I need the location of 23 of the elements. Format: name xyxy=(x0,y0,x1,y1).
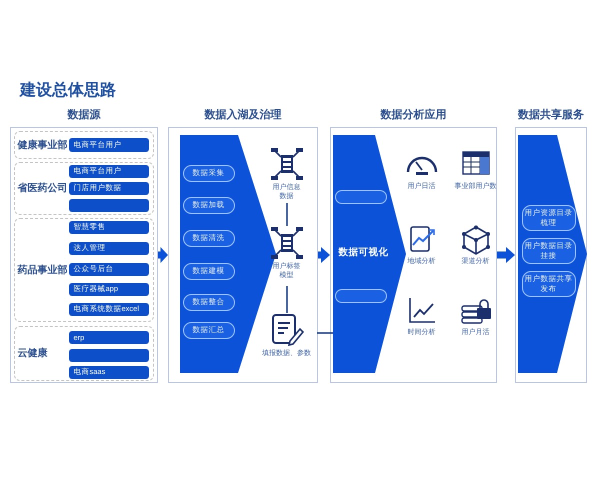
group-box xyxy=(14,218,154,322)
connector-line xyxy=(286,286,288,313)
column-heading: 数据入湖及治理 xyxy=(203,108,282,122)
arrow xyxy=(158,247,168,263)
column-heading: 数据源 xyxy=(66,108,102,122)
source-tag xyxy=(68,348,148,362)
source-tag xyxy=(68,198,148,212)
group-label: 云健康 xyxy=(18,346,48,360)
group-label: 健康事业部 xyxy=(18,138,68,152)
group-box xyxy=(14,130,154,158)
band-label: 数据可视化 xyxy=(338,246,388,258)
arrow xyxy=(497,247,515,263)
diagram-title: 建设总体思路 xyxy=(20,80,116,101)
column-heading: 数据共享服务 xyxy=(516,108,585,122)
group-label: 药品事业部 xyxy=(18,264,68,276)
group-label: 省医药公司 xyxy=(18,182,68,195)
arrow xyxy=(318,247,330,263)
chevron-band xyxy=(332,134,406,372)
connector-line xyxy=(286,203,288,226)
group-box xyxy=(14,162,154,214)
column-heading: 数据分析应用 xyxy=(379,108,448,122)
group-box xyxy=(14,326,154,380)
connector-line xyxy=(317,332,333,334)
